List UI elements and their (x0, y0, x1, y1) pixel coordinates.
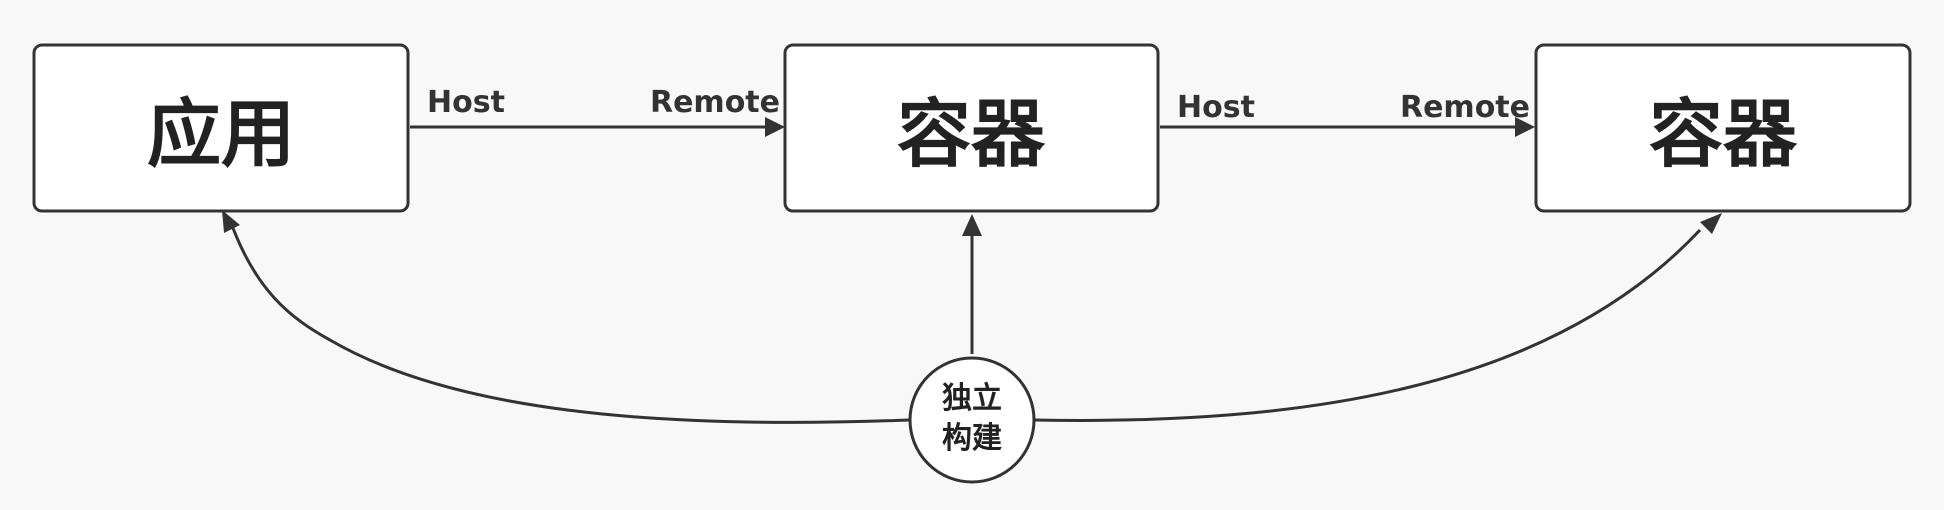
arrowhead-icon (962, 214, 982, 236)
node-container-1[interactable]: 容器 (783, 43, 1160, 213)
node-label: 应用 (147, 92, 295, 178)
node-label-line-1: 独立 (942, 381, 1002, 416)
edge-build-to-app (222, 210, 910, 424)
edge-curve (228, 219, 910, 424)
edge-target-label: Remote (1400, 90, 1530, 125)
node-label: 容器 (897, 92, 1046, 178)
edge-build-to-container1 (962, 214, 982, 354)
edge-build-to-container2 (1034, 213, 1722, 422)
edge-source-label: Host (427, 85, 505, 120)
edge-source-label: Host (1177, 90, 1255, 125)
node-box (783, 43, 1160, 213)
arrowhead-icon (765, 117, 785, 137)
node-box (1534, 43, 1912, 213)
node-independent-build[interactable]: 独立 构建 (908, 356, 1036, 484)
edge-app-to-container1 (410, 117, 785, 137)
edge-curve (1034, 228, 1702, 422)
node-app[interactable]: 应用 (32, 43, 410, 213)
arrowhead-icon (1700, 213, 1722, 234)
edge-container1-to-container2 (1160, 117, 1535, 137)
node-label-line-2: 构建 (942, 421, 1002, 456)
node-box (32, 43, 410, 213)
node-circle (908, 356, 1036, 484)
node-label: 容器 (1649, 92, 1798, 178)
arrowhead-icon (1515, 117, 1535, 137)
edge-target-label: Remote (650, 85, 780, 120)
node-container-2[interactable]: 容器 (1534, 43, 1912, 213)
arrowhead-icon (222, 210, 240, 233)
